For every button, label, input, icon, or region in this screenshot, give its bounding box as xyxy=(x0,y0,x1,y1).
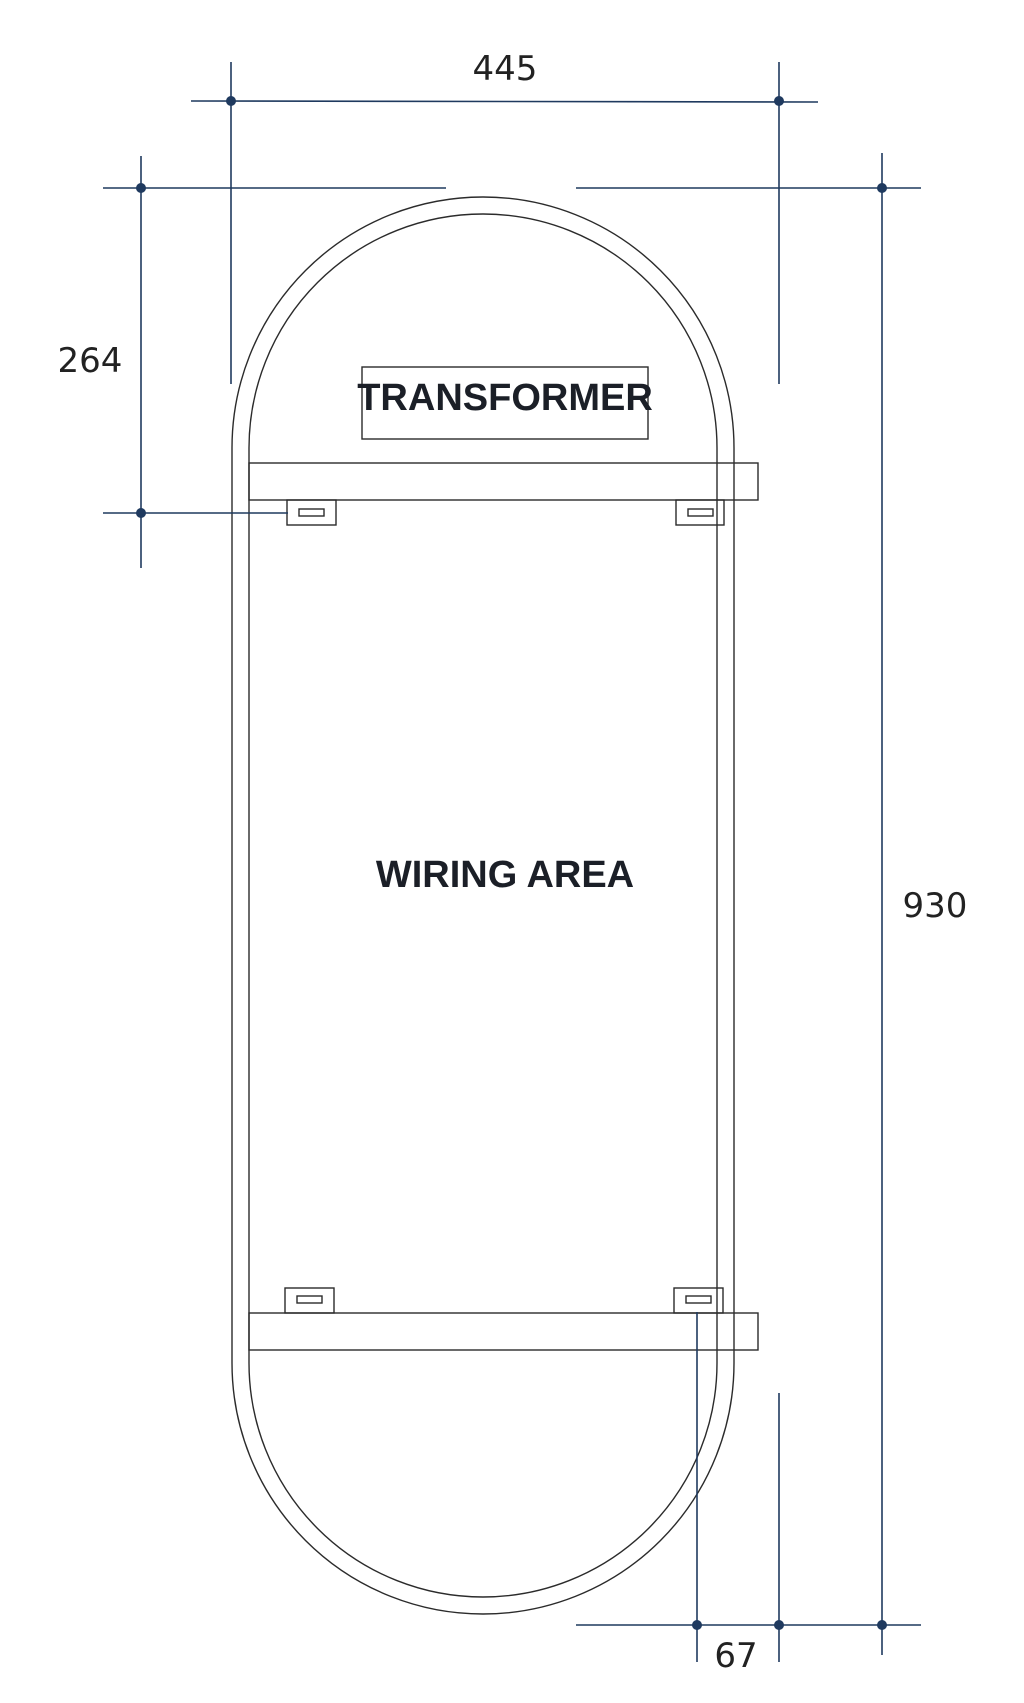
top-rail xyxy=(248,462,759,501)
clip-bottom-left xyxy=(284,1287,335,1314)
height-dimension xyxy=(576,153,921,1655)
inner-frame xyxy=(248,213,718,1598)
height-dimension-value: 930 xyxy=(903,886,968,926)
transformer-label: TRANSFORMER xyxy=(357,377,653,419)
bottom-rail xyxy=(248,1312,759,1351)
wiring-area-label: WIRING AREA xyxy=(376,854,634,896)
top-to-bracket-dimension-value: 264 xyxy=(58,341,123,381)
clip-top-left xyxy=(286,499,337,526)
bottom-offset-dimension-value: 67 xyxy=(714,1636,757,1676)
width-dimension-value: 445 xyxy=(473,49,538,89)
top-to-bracket-dimension xyxy=(103,156,446,568)
width-dimension xyxy=(190,62,819,384)
outer-frame xyxy=(231,196,735,1615)
clip-top-right xyxy=(675,499,725,526)
bottom-offset-dimension xyxy=(692,1312,784,1662)
transformer-box xyxy=(361,366,649,440)
clip-bottom-right xyxy=(673,1287,724,1314)
